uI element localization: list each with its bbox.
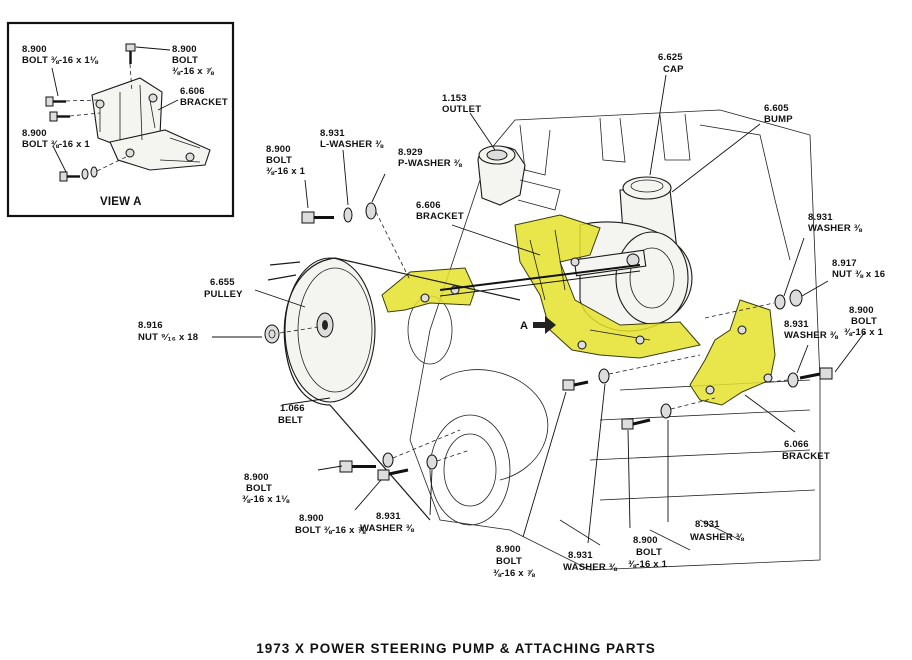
bolt-lower-left-2-number: 8.900 (299, 513, 324, 524)
bracket-lower-number: 6.066 (784, 439, 809, 450)
p-washer-number: 8.929 (398, 147, 423, 158)
hardware-pulley-nut (264, 324, 319, 344)
inset-bolt-2-number: 8.900 (172, 44, 197, 55)
bracket-right-highlight (689, 299, 776, 406)
bolt-bottom-2-number: 8.900 (633, 535, 658, 546)
inset-bolt-1-desc: BOLT ⅜-16 x 1⅛ (22, 55, 99, 66)
l-washer-number: 8.931 (320, 128, 345, 139)
outlet-label: OUTLET (442, 104, 481, 115)
outlet-fitting (477, 145, 561, 211)
nut-right-label: NUT ⅜ x 16 (832, 269, 885, 280)
bolt-right-number: 8.900 (849, 305, 874, 316)
bolt-lower-left-number: 8.900 (244, 472, 269, 483)
bolt-top-number: 8.900 (266, 144, 291, 155)
washer-bottom-label: WASHER ⅜ (563, 562, 618, 573)
bracket-left-highlight (381, 267, 476, 313)
washer-right-label: WASHER ⅜ (808, 223, 863, 234)
hardware-top-bolt (301, 202, 411, 281)
nut-pulley-number: 8.916 (138, 320, 163, 331)
nut-pulley-label: NUT ⁹⁄₁₆ x 18 (138, 332, 198, 343)
bump-number: 6.605 (764, 103, 789, 114)
belt-label: BELT (278, 415, 303, 426)
hardware-right-nut (704, 289, 803, 319)
hardware-lower-left (339, 429, 471, 481)
inset-view-a: 8.900 BOLT ⅜-16 x 1⅛ 8.900 BOLT ⅜-16 x ⅞… (6, 21, 235, 218)
washer-bottom-number: 8.931 (568, 550, 593, 561)
bolt-top-size: ⅜-16 x 1 (266, 166, 306, 177)
diagram-title: 1973 X POWER STEERING PUMP & ATTACHING P… (256, 641, 656, 656)
inset-bolt-3-desc: BOLT ⅜-16 x 1 (22, 139, 90, 150)
washer-lower-left-number: 8.931 (376, 511, 401, 522)
reservoir-cap (622, 176, 672, 200)
hardware-right-bolt (769, 367, 833, 388)
view-a-marker: A (520, 316, 556, 334)
nut-right-number: 8.917 (832, 258, 857, 269)
bump-label: BUMP (764, 114, 793, 125)
bracket-top-number: 6.606 (416, 200, 441, 211)
bolt-lower-left-2-label: BOLT ⅜-16 x ⅞ (295, 525, 366, 536)
leader-lines (212, 74, 866, 544)
inset-bolt-left-2 (49, 111, 101, 122)
bolt-right-label: BOLT (851, 316, 877, 327)
bolt-lower-left-size: ⅜-16 x 1⅛ (242, 494, 290, 505)
bolt-bottom-2-size: ⅜-16 x 1 (628, 559, 668, 570)
pulley-number: 6.655 (210, 277, 235, 288)
washer-lower-right-number: 8.931 (695, 519, 720, 530)
bolt-bottom-1-label: BOLT (496, 556, 522, 567)
bracket-main-highlight (514, 214, 701, 359)
inset-bolt-1-number: 8.900 (22, 44, 47, 55)
p-washer-label: P-WASHER ⅜ (398, 158, 463, 169)
bolt-top-label: BOLT (266, 155, 292, 166)
inset-bracket-drawing (91, 77, 211, 171)
pulley-drawing (284, 257, 376, 403)
cap-label: CAP (663, 64, 684, 75)
inset-bracket-number: 6.606 (180, 86, 205, 97)
inset-bolt-left-1 (45, 96, 99, 107)
inset-bolt-2-desc-2: ⅜-16 x ⅞ (172, 66, 215, 77)
bolt-lower-left-label: BOLT (246, 483, 272, 494)
inset-bolt-2-desc-1: BOLT (172, 55, 198, 66)
l-washer-label: L-WASHER ⅜ (320, 139, 384, 150)
inset-bracket-desc: BRACKET (180, 97, 228, 108)
inset-bolt-top-drawing (125, 43, 136, 93)
pump-body (573, 221, 693, 332)
bracket-lower-label: BRACKET (782, 451, 830, 462)
outlet-number: 1.153 (442, 93, 467, 104)
washer-right-2-number: 8.931 (784, 319, 809, 330)
cap-number: 6.625 (658, 52, 683, 63)
washer-lower-right-label: WASHER ⅜ (690, 532, 745, 543)
washer-lower-left-label: WASHER ⅜ (360, 523, 415, 534)
bracket-top-label: BRACKET (416, 211, 464, 222)
hardware-bottom (562, 354, 716, 430)
belt-number: 1.066 (280, 403, 305, 414)
washer-right-2-label: WASHER ⅜ (784, 330, 839, 341)
callout-labels: 1.153 OUTLET 6.625 CAP 6.605 BUMP 8.900 … (138, 52, 885, 579)
bolt-bottom-1-size: ⅜-16 x ⅞ (493, 568, 536, 579)
bolt-bottom-1-number: 8.900 (496, 544, 521, 555)
inset-bolt-3-number: 8.900 (22, 128, 47, 139)
bolt-right-size: ⅜-16 x 1 (844, 327, 884, 338)
belt-drawing (267, 257, 521, 521)
washer-right-number: 8.931 (808, 212, 833, 223)
view-a-letter: A (520, 320, 528, 332)
pulley-label: PULLEY (204, 289, 243, 300)
inset-bolt-bottom (59, 155, 129, 182)
bolt-bottom-2-label: BOLT (636, 547, 662, 558)
inset-view-label: VIEW A (100, 196, 142, 208)
